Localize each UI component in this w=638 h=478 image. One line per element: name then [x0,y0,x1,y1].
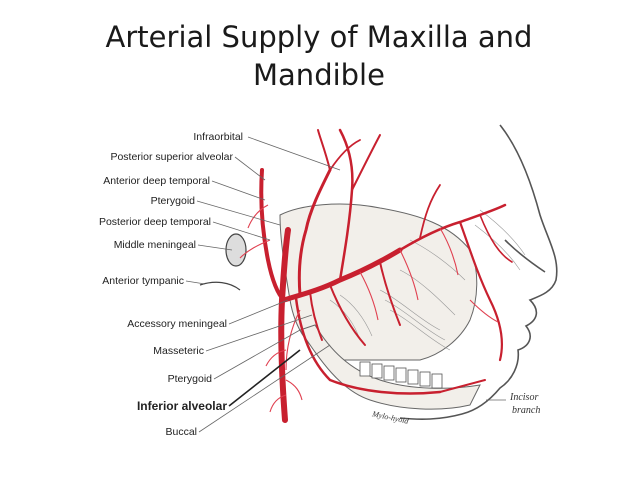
label-buccal: Buccal [165,426,197,438]
label-accessory-meningeal: Accessory meningeal [127,318,227,330]
label-middle-meningeal: Middle meningeal [113,239,196,251]
label-infraorbital: Infraorbital [193,131,243,143]
label-posterior-superior-alveolar: Posterior superior alveolar [110,151,233,163]
upper-facial-branch [419,184,441,239]
arteries [259,128,513,423]
label-incisor-branch-line1: Incisor [510,392,539,403]
temporal-top-branch-2 [329,139,361,171]
middle-meningeal-artery [297,168,332,297]
label-pterygoid-upper: Pterygoid [150,195,195,207]
leader-lines [185,136,506,433]
maxilla-mandible-bone [279,203,481,410]
incisor-branch [439,379,486,393]
label-inferior-alveolar: Inferior alveolar [136,399,227,413]
superficial-temporal-artery [259,168,286,302]
facial-branch [458,220,504,362]
small-arteries [239,204,499,413]
buccal-artery [329,284,366,346]
ear-structure [199,233,247,291]
deep-temporal-branch [351,134,381,191]
inferior-alveolar-artery [294,296,442,395]
lower-teeth [359,361,443,389]
nasal-branch [479,214,513,263]
label-pterygoid-lower: Pterygoid [167,373,212,385]
masseteric-artery [309,291,323,341]
temporal-top-branch [317,129,331,171]
label-anterior-deep-temporal: Anterior deep temporal [103,175,210,187]
slide-title: Arterial Supply of Maxilla and Mandible [0,18,638,94]
label-masseteric: Masseteric [153,345,204,357]
face-profile [399,124,558,420]
title-line-1: Arterial Supply of Maxilla and [105,20,533,54]
label-posterior-deep-temporal: Posterior deep temporal [98,216,211,228]
title-line-2: Mandible [253,58,385,92]
posterior-superior-alveolar-artery [379,261,401,326]
label-incisor-branch-line2: branch [512,405,541,416]
label-anterior-tympanic: Anterior tympanic [102,275,184,287]
